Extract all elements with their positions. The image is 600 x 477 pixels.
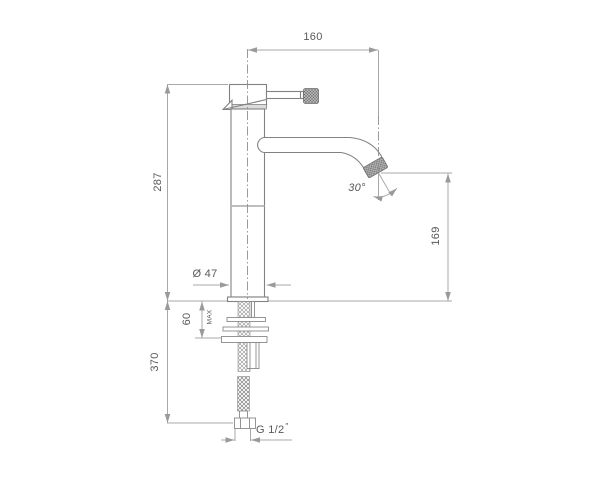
mounting-nut <box>221 336 268 343</box>
spout-fill <box>257 137 382 169</box>
angle-annotation-group <box>373 172 398 202</box>
lever-arm <box>265 90 305 100</box>
handle-wedge <box>221 98 233 111</box>
centerlines-group <box>247 49 379 299</box>
washer-upper <box>226 317 266 322</box>
dimension-lines-group <box>164 47 452 443</box>
hose-collar <box>239 410 248 419</box>
thread-size-text: G 1/2 <box>256 424 285 436</box>
angle-arc <box>373 188 398 202</box>
hose-hex-nut <box>234 417 256 429</box>
dim-label-spout-reach: 160 <box>303 31 323 43</box>
dim-label-height-287: 287 <box>152 172 164 192</box>
faucet-outline-group <box>221 83 388 303</box>
dim-label-body-diameter: Ø 47 <box>192 268 218 280</box>
spout-inner-curve <box>340 151 365 169</box>
angle-ray-outlet <box>378 172 392 196</box>
spout-outer-curve <box>349 136 383 158</box>
dim-label-max-note: MAX <box>206 309 214 325</box>
dim-label-mount-thickness-60: 60 <box>181 312 193 326</box>
lever-knurled-knob <box>303 88 319 104</box>
dim-label-outlet-angle: 30° <box>348 182 366 194</box>
washer-lower <box>222 326 269 332</box>
thread-inch-mark: ″ <box>285 422 289 431</box>
dim-label-total-height-370: 370 <box>149 352 161 372</box>
under-deck-hardware-group <box>221 301 269 429</box>
fixing-stud <box>251 301 255 318</box>
cartridge-sleeve <box>246 342 260 369</box>
dim-label-thread-g12: G 1/2″ <box>256 422 289 436</box>
flexible-hose <box>237 376 250 412</box>
handle-tilt-seam <box>222 98 267 111</box>
aerator-knurled-tip <box>363 156 388 179</box>
spout-tube <box>257 136 350 154</box>
handle-cap <box>228 83 268 107</box>
dim-label-outlet-height-169: 169 <box>430 226 442 246</box>
